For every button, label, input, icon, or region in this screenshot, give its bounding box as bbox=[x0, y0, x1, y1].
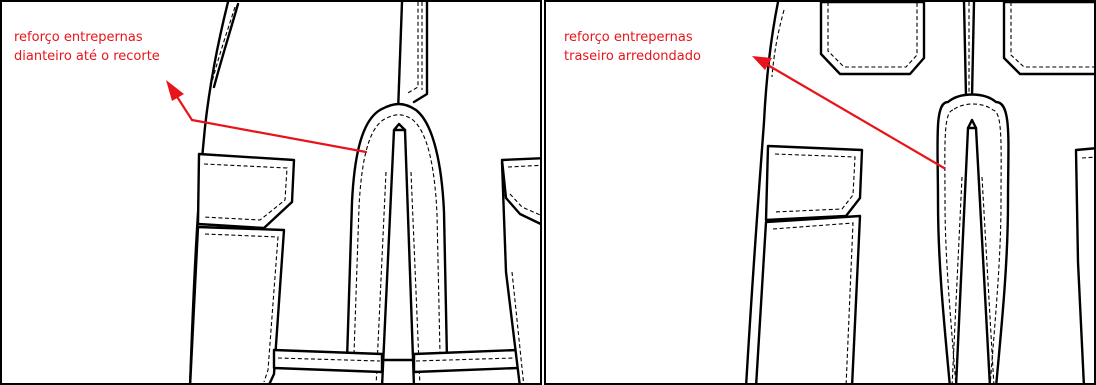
back-annotation-arrow bbox=[764, 62, 946, 170]
back-right-cargo-pocket bbox=[1074, 147, 1094, 383]
back-right-inseam-topstitch bbox=[981, 176, 995, 383]
back-crotch-reinforcement-topstitch bbox=[944, 103, 1002, 383]
left-cargo-pocket-topstitch bbox=[204, 233, 279, 383]
left-inseam bbox=[380, 128, 396, 383]
back-right-yoke-pocket bbox=[1002, 2, 1094, 76]
right-inseam-topstitch bbox=[410, 171, 421, 383]
back-left-cargo-pocket bbox=[755, 214, 862, 383]
back-right-cargo-pocket-topstitch bbox=[1081, 156, 1094, 159]
front-annotation-line-1: reforço entrepernas bbox=[14, 30, 143, 45]
back-annotation-line-1: reforço entrepernas bbox=[564, 30, 693, 45]
back-pants-drawing bbox=[745, 2, 1094, 383]
left-inseam-topstitch bbox=[375, 171, 387, 383]
left-leg-topstitch bbox=[211, 6, 236, 83]
cut-line-band bbox=[272, 348, 384, 374]
front-annotation-line-2: dianteiro até o recorte bbox=[14, 49, 160, 64]
front-view-panel: reforço entrepernas dianteiro até o reco… bbox=[0, 0, 542, 385]
front-crotch-reinforcement-topstitch bbox=[353, 114, 441, 355]
back-annotation-label: reforço entrepernas traseiro arredondado bbox=[564, 28, 701, 66]
right-cargo-pocket-topstitch bbox=[508, 169, 540, 383]
cut-line-band-right-topstitch bbox=[415, 357, 515, 362]
left-pocket-flap bbox=[196, 152, 296, 230]
back-left-yoke-pocket-topstitch bbox=[827, 2, 918, 68]
crotch-point bbox=[392, 122, 407, 132]
front-crotch-reinforcement bbox=[345, 102, 449, 362]
left-cargo-pocket bbox=[188, 225, 286, 383]
center-back-seam bbox=[962, 2, 968, 99]
back-crotch-reinforcement bbox=[936, 93, 1010, 383]
front-annotation-arrow bbox=[172, 90, 368, 154]
left-pocket-flap-topstitch bbox=[202, 163, 288, 221]
back-right-yoke-pocket-topstitch bbox=[1010, 2, 1094, 68]
front-annotation-arrowhead bbox=[166, 80, 184, 101]
front-pants-drawing bbox=[166, 2, 540, 383]
front-annotation-label: reforço entrepernas dianteiro até o reco… bbox=[14, 28, 160, 66]
right-inseam bbox=[403, 128, 416, 383]
center-back-seam-2 bbox=[970, 2, 976, 99]
back-left-cargo-pocket-topstitch bbox=[772, 222, 854, 383]
back-view-panel: reforço entrepernas traseiro arredondado bbox=[544, 0, 1096, 385]
fly-topstitch bbox=[405, 2, 419, 95]
fly-edge bbox=[412, 2, 429, 104]
back-left-pocket-flap bbox=[764, 144, 864, 222]
center-front-seam bbox=[396, 2, 404, 114]
cut-line-band-topstitch bbox=[277, 357, 381, 362]
back-annotation-line-2: traseiro arredondado bbox=[564, 49, 701, 64]
back-left-inseam-topstitch bbox=[951, 176, 963, 383]
back-left-leg-topstitch bbox=[771, 9, 785, 78]
back-left-inseam bbox=[954, 126, 970, 383]
back-annotation-arrowhead bbox=[752, 56, 772, 70]
back-left-pocket-flap-topstitch bbox=[773, 153, 856, 213]
back-left-leg-outer-edge bbox=[745, 2, 780, 383]
right-pocket-flap-topstitch bbox=[507, 164, 540, 216]
back-right-inseam bbox=[974, 126, 991, 383]
back-left-yoke-pocket bbox=[819, 2, 926, 76]
back-crotch-point bbox=[966, 118, 978, 130]
left-leg-seam bbox=[212, 2, 240, 89]
right-pocket-flap bbox=[500, 157, 540, 225]
